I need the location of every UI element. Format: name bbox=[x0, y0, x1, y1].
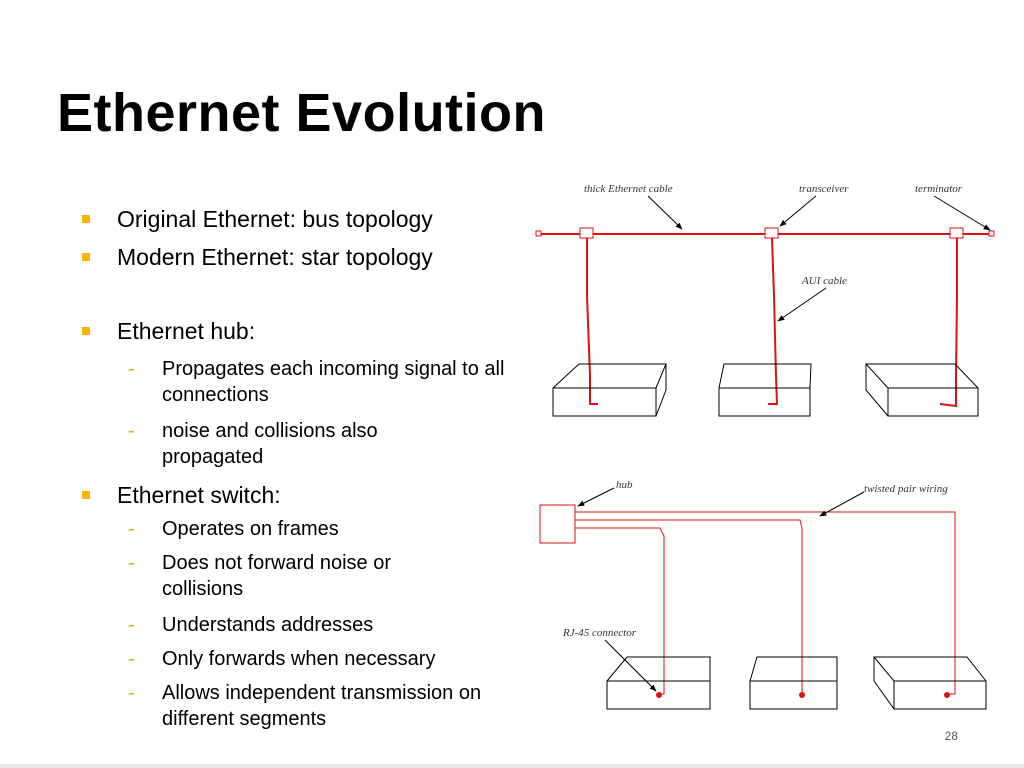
twisted-pair-wire-2 bbox=[575, 519, 803, 694]
transceiver-3 bbox=[949, 227, 964, 239]
ethernet-diagram: thick Ethernet cable transceiver termina… bbox=[535, 183, 995, 710]
terminator-right bbox=[988, 230, 995, 237]
computer-box-2 bbox=[718, 363, 812, 417]
dash-icon: - bbox=[128, 648, 135, 670]
aui-cable-3 bbox=[939, 238, 958, 408]
twisted-pair-wire-1 bbox=[575, 527, 665, 695]
label-transceiver: transceiver bbox=[799, 183, 849, 195]
computer-box-3 bbox=[864, 363, 979, 417]
label-terminator: terminator bbox=[915, 183, 963, 195]
transceiver-2 bbox=[764, 227, 779, 239]
rj45-connector-1 bbox=[656, 692, 662, 698]
terminator-left bbox=[535, 230, 542, 237]
label-aui-cable: AUI cable bbox=[801, 275, 847, 287]
hub-box bbox=[539, 504, 576, 544]
bullet-square-icon bbox=[82, 215, 90, 223]
dash-icon: - bbox=[128, 420, 135, 442]
dash-icon: - bbox=[128, 552, 135, 574]
bus-topology-diagram: thick Ethernet cable transceiver termina… bbox=[535, 183, 995, 417]
bullet-square-icon bbox=[82, 491, 90, 499]
rj45-connector-3 bbox=[944, 692, 950, 698]
label-hub: hub bbox=[616, 479, 633, 491]
aui-cable-1 bbox=[586, 238, 598, 405]
label-thick-ethernet-cable: thick Ethernet cable bbox=[584, 183, 673, 195]
label-twisted-pair-wiring: twisted pair wiring bbox=[864, 483, 948, 495]
rj45-connector-2 bbox=[799, 692, 805, 698]
footer-bar bbox=[0, 764, 1024, 768]
bullet-square-icon bbox=[82, 327, 90, 335]
aui-cable-2 bbox=[768, 237, 779, 405]
bullet-square-icon bbox=[82, 253, 90, 261]
computer-box-4 bbox=[606, 656, 711, 710]
dash-icon: - bbox=[128, 682, 135, 704]
label-rj45-connector: RJ-45 connector bbox=[562, 627, 637, 639]
transceiver-1 bbox=[579, 227, 594, 239]
dash-icon: - bbox=[128, 358, 135, 380]
dash-icon: - bbox=[128, 518, 135, 540]
computer-box-6 bbox=[872, 656, 987, 710]
star-topology-diagram: hub twisted pair wiring RJ-45 connector bbox=[539, 479, 987, 710]
page-number: 28 bbox=[944, 729, 958, 743]
dash-icon: - bbox=[128, 614, 135, 636]
computer-box-1 bbox=[552, 363, 667, 417]
slide-title: Ethernet Evolution bbox=[57, 83, 547, 143]
computer-box-5 bbox=[749, 656, 838, 710]
